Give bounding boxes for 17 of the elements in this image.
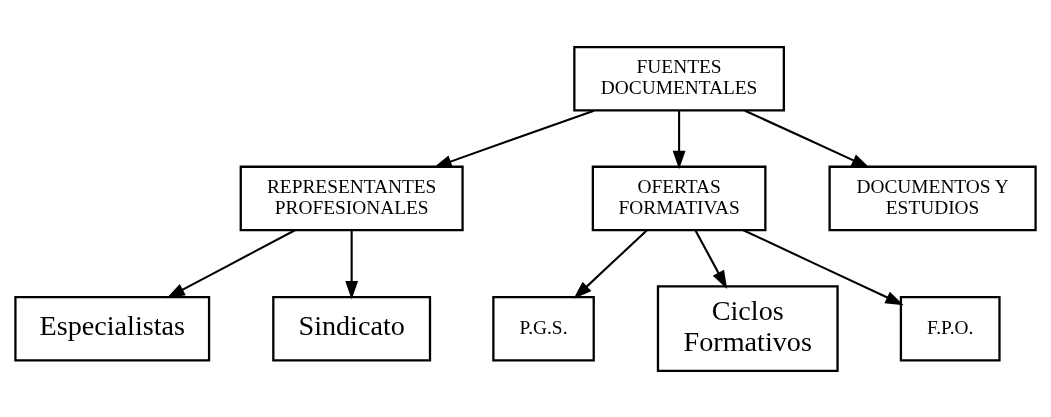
arrow	[573, 228, 648, 299]
node-box: Ciclos Formativos	[656, 284, 839, 372]
node-box: Sindicato	[272, 295, 432, 362]
node-box: F.P.O.	[899, 295, 1001, 362]
node-box: FUENTES DOCUMENTALES	[573, 45, 785, 112]
arrow	[166, 228, 296, 298]
arrow	[672, 110, 686, 169]
arrow	[742, 228, 904, 305]
arrow	[433, 109, 595, 168]
node-box: P.G.S.	[492, 295, 595, 362]
arrow	[345, 229, 359, 299]
arrow	[744, 109, 870, 168]
node-box: Especialistas	[14, 295, 211, 362]
node-box: REPRESENTANTES PROFESIONALES	[239, 165, 464, 231]
arrow	[694, 229, 728, 289]
node-box: OFERTAS FORMATIVAS	[591, 165, 767, 231]
node-box: DOCUMENTOS Y ESTUDIOS	[828, 165, 1037, 231]
